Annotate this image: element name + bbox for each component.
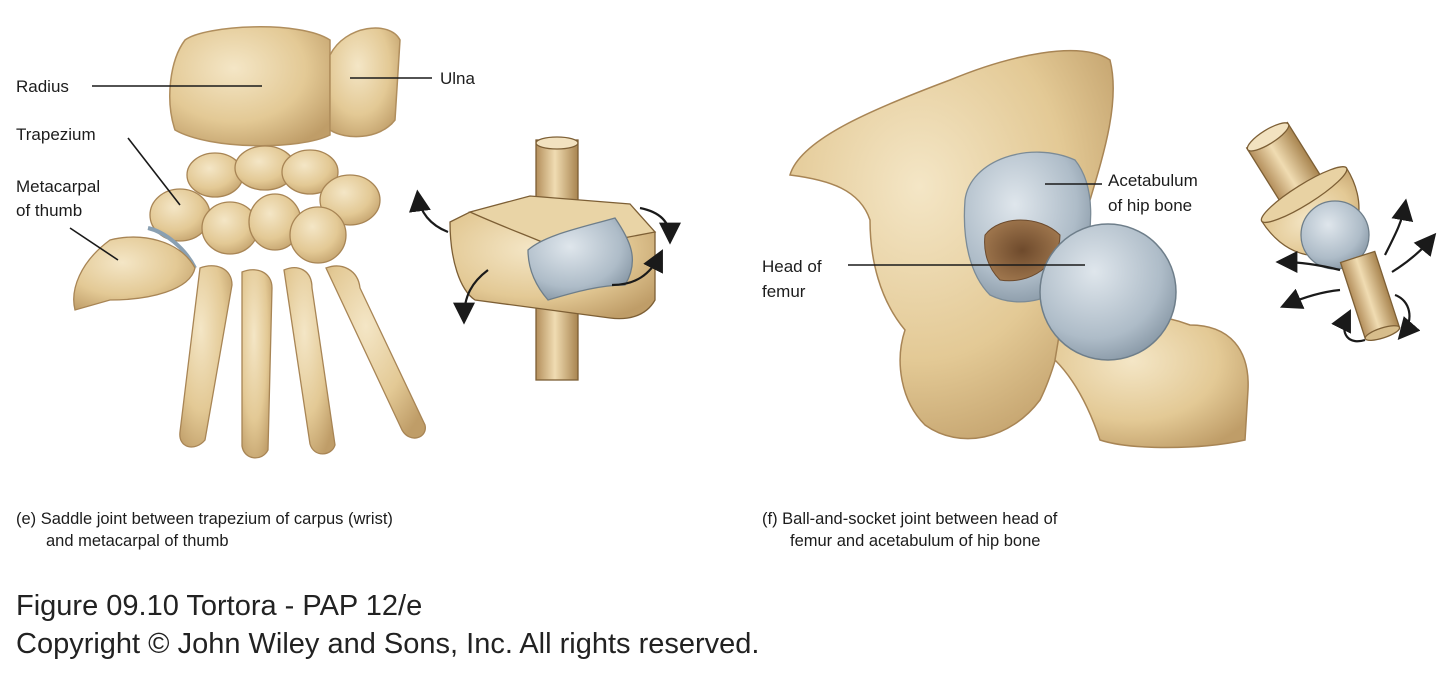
caption-f-line2: femur and acetabulum of hip bone xyxy=(790,532,1041,550)
label-acetabulum-line1: Acetabulum xyxy=(1108,171,1198,190)
carpal-bones xyxy=(149,145,381,264)
ulna-bone xyxy=(329,27,401,138)
caption-e-line2: and metacarpal of thumb xyxy=(46,532,229,550)
metacarpal-bones xyxy=(179,265,426,459)
label-head-line1: Head of xyxy=(762,257,822,276)
caption-panel-f: (f) Ball-and-socket joint between head o… xyxy=(762,508,1057,552)
femur-head xyxy=(1039,223,1177,361)
caption-f-line1: (f) Ball-and-socket joint between head o… xyxy=(762,510,1058,528)
label-head-line2: femur xyxy=(762,282,806,301)
label-ulna: Ulna xyxy=(440,69,475,88)
label-radius: Radius xyxy=(16,77,69,96)
label-trapezium: Trapezium xyxy=(16,125,96,144)
figure-reference: Figure 09.10 Tortora - PAP 12/e xyxy=(16,590,423,622)
hand-bones-drawing xyxy=(73,26,426,459)
label-metacarpal-line2: of thumb xyxy=(16,201,83,220)
caption-panel-e: (e) Saddle joint between trapezium of ca… xyxy=(16,508,393,552)
ball-and-socket-model xyxy=(1245,121,1437,343)
caption-e-line1: (e) Saddle joint between trapezium of ca… xyxy=(16,510,393,528)
copyright-notice: Copyright © John Wiley and Sons, Inc. Al… xyxy=(16,628,760,660)
hip-bones-drawing xyxy=(789,50,1249,449)
label-leader-lines xyxy=(69,77,1102,266)
label-metacarpal-line1: Metacarpal xyxy=(16,177,101,196)
saddle-joint-model xyxy=(409,136,681,381)
thumb-metacarpal xyxy=(73,236,196,311)
label-acetabulum-line2: of hip bone xyxy=(1108,196,1193,215)
